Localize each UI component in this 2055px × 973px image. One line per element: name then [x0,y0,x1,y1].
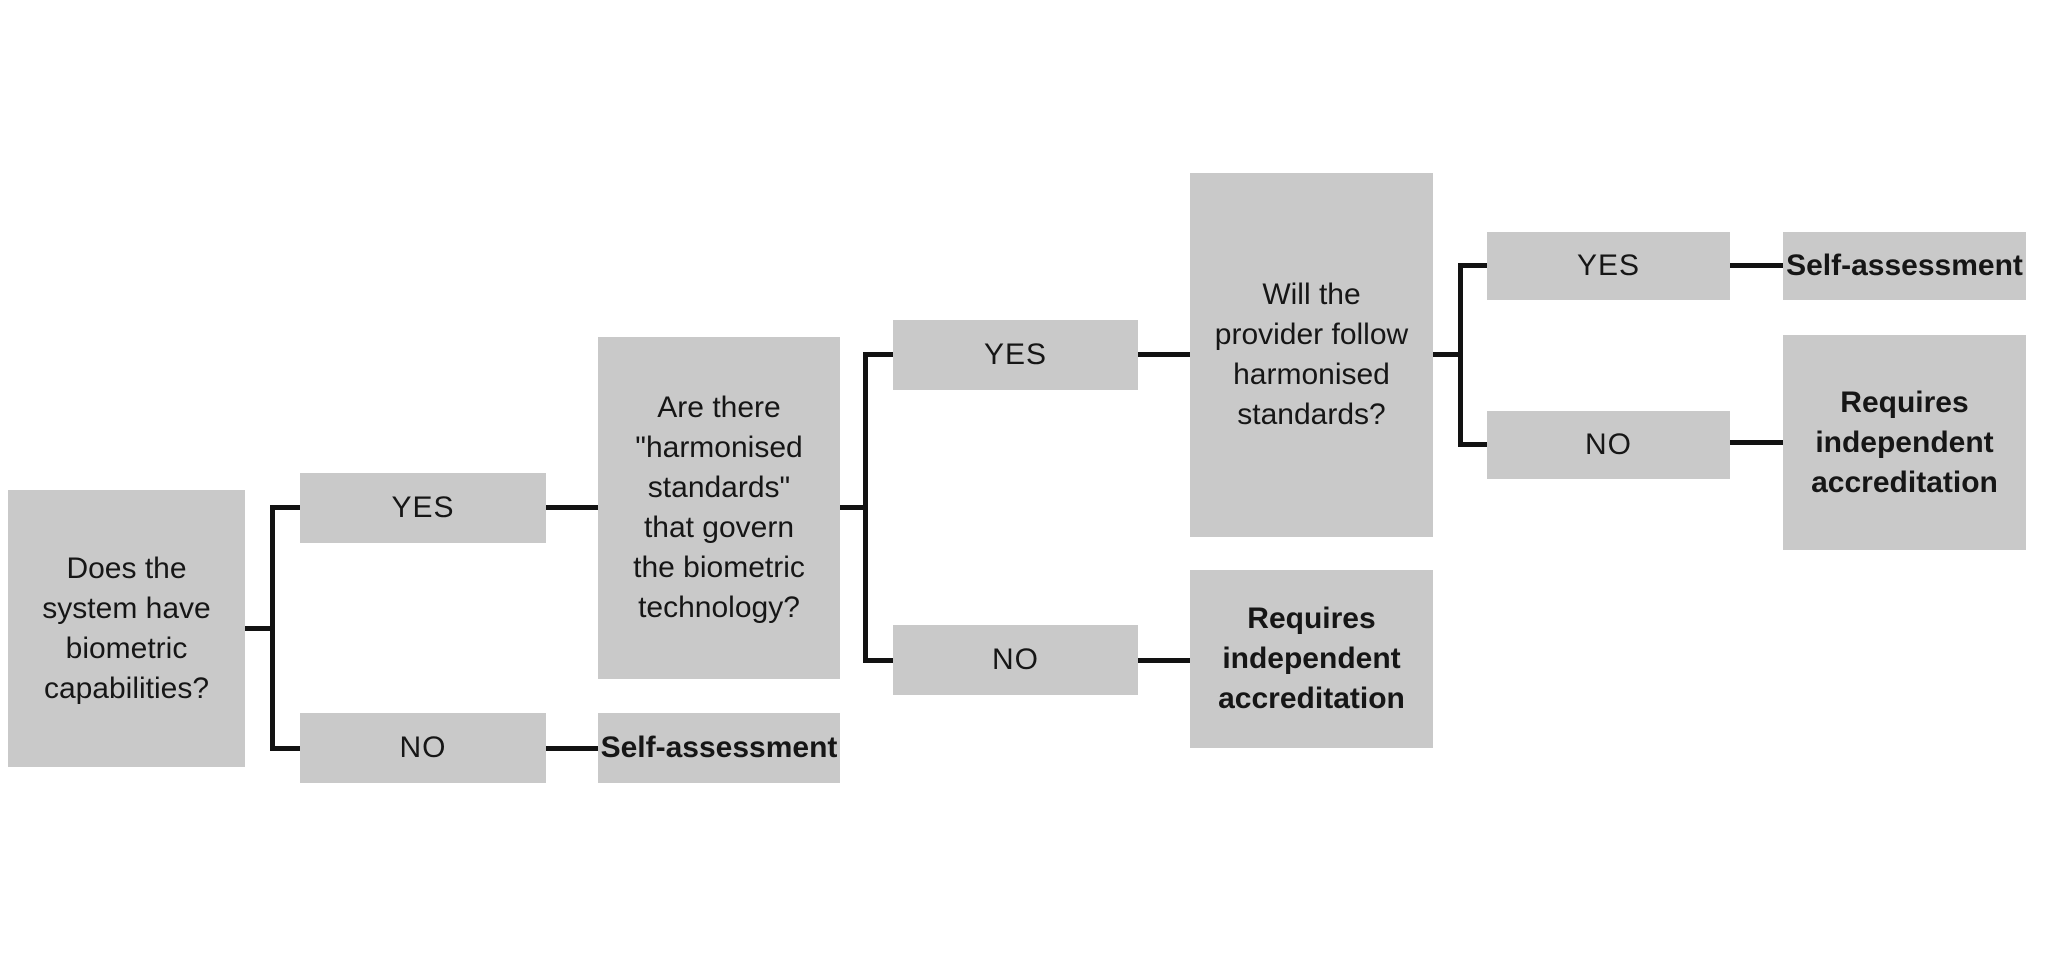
node-branch-no-1: NO [300,713,546,783]
bracket-3-vertical [1458,263,1463,447]
node-question-biometric-capabilities: Does the system have biometric capabilit… [8,490,245,767]
bracket-2-vertical [863,352,868,663]
node-branch-yes-2: YES [893,320,1138,390]
bracket-3-top-stub [1458,263,1487,268]
bracket-3-bottom-stub [1458,442,1487,447]
node-outcome-self-assessment-1: Self-assessment [598,713,840,783]
connector-no1-to-self-assessment [546,746,598,751]
node-outcome-self-assessment-2: Self-assessment [1783,232,2026,300]
node-branch-no-3: NO [1487,411,1730,479]
bracket-2-top-stub [863,352,893,357]
connector-no2-to-accreditation [1138,658,1190,663]
connector-standards-stub [840,505,868,510]
bracket-2-bottom-stub [863,658,893,663]
node-branch-yes-3: YES [1487,232,1730,300]
connector-yes1-to-standards [546,505,598,510]
node-question-provider-follow-standards: Will the provider follow harmonised stan… [1190,173,1433,537]
node-outcome-requires-accreditation-1: Requires independent accreditation [1190,570,1433,748]
connector-provider-stub [1433,352,1463,357]
bracket-1-top-stub [270,505,300,510]
connector-yes3-to-self-assessment [1730,263,1783,268]
bracket-1-vertical [270,505,275,751]
node-branch-no-2: NO [893,625,1138,695]
node-question-harmonised-standards: Are there "harmonised standards" that go… [598,337,840,679]
node-outcome-requires-accreditation-2: Requires independent accreditation [1783,335,2026,550]
connector-no3-to-accreditation [1730,440,1783,445]
bracket-1-bottom-stub [270,746,300,751]
connector-yes2-to-provider [1138,352,1190,357]
node-branch-yes-1: YES [300,473,546,543]
connector-root-stub [245,626,275,631]
